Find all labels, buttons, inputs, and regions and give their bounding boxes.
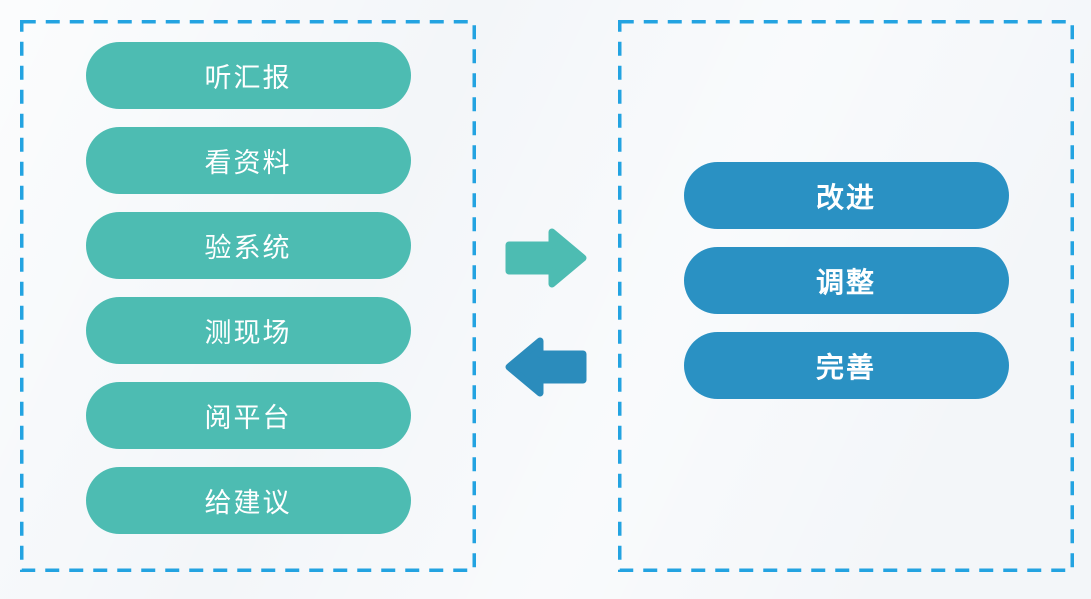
pill-give-suggestions: 给建议	[85, 467, 411, 534]
arrow-right-icon	[504, 227, 588, 289]
pill-listen-reports: 听汇报	[85, 42, 411, 109]
pill-improve: 改进	[683, 162, 1009, 229]
arrow-left-icon	[504, 336, 588, 398]
pill-read-platform: 阅平台	[85, 382, 411, 449]
pill-test-onsite: 测现场	[85, 297, 411, 364]
pill-perfect: 完善	[683, 332, 1009, 399]
right-panel: 改进 调整 完善	[618, 20, 1074, 572]
right-pill-stack: 改进 调整 完善	[618, 162, 1074, 399]
left-pill-stack: 听汇报 看资料 验系统 测现场 阅平台 给建议	[20, 42, 476, 534]
left-panel: 听汇报 看资料 验系统 测现场 阅平台 给建议	[20, 20, 476, 572]
pill-verify-systems: 验系统	[85, 212, 411, 279]
pill-adjust: 调整	[683, 247, 1009, 314]
pill-review-materials: 看资料	[85, 127, 411, 194]
